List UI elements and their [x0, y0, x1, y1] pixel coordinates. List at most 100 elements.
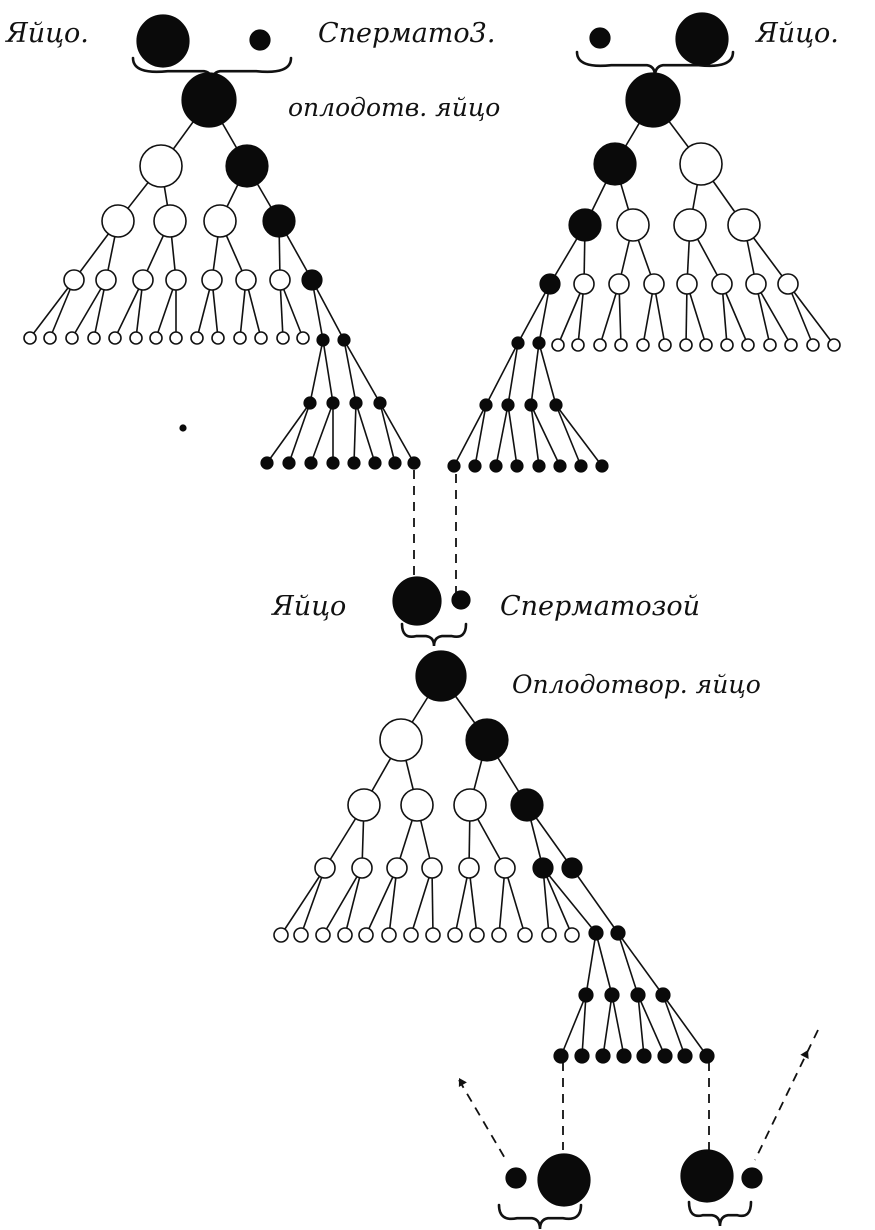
top-right-germ-germ-cell	[447, 459, 461, 473]
top-left-L4-somatic-cell	[190, 331, 204, 345]
top-left-L1-germ-cell	[225, 144, 269, 188]
top-right-L1-somatic-cell	[679, 142, 723, 186]
lineage-edge	[721, 283, 749, 346]
lineage-edge	[542, 867, 597, 934]
top-sperm-right-germ-cell	[589, 27, 611, 49]
lineage-edge	[787, 283, 814, 346]
lineage-edge	[530, 404, 540, 467]
bottom-L4-somatic-cell	[541, 927, 557, 943]
lineage-edge	[787, 283, 835, 346]
lineage-edge	[322, 867, 363, 936]
label-mid-fertilized-egg: Оплодотвор. яйцо	[512, 670, 761, 699]
mid-sperm-germ-cell	[451, 590, 471, 610]
lineage-edges	[29, 99, 835, 1057]
top-left-L0-germ-cell	[181, 72, 237, 128]
top-right-L3-somatic-cell	[711, 273, 733, 295]
top-right-L0-germ-cell	[625, 72, 681, 128]
lineage-edge	[431, 867, 434, 936]
label-top-fertilized-egg: оплодотв. яйцо	[288, 93, 500, 122]
bottom-L4-somatic-cell	[469, 927, 485, 943]
dashed-connector	[754, 1029, 819, 1161]
top-left-L2-germ-cell	[262, 204, 296, 238]
lineage-edge	[355, 402, 376, 464]
bottom-germ-germ-cell	[655, 987, 671, 1003]
ink-dot-germ-cell	[179, 424, 187, 432]
top-right-L3-somatic-cell	[777, 273, 799, 295]
lineage-edge	[344, 867, 363, 936]
label-mid-sperm: Сперматозой	[500, 591, 700, 622]
lineage-edge	[343, 339, 381, 404]
top-right-L4-somatic-cell	[636, 338, 650, 352]
top-right-L3-somatic-cell	[643, 273, 665, 295]
top-left-germ-germ-cell	[407, 456, 421, 470]
lineage-edge	[617, 932, 664, 996]
top-left-germ-germ-cell	[304, 456, 318, 470]
lineage-edge	[300, 867, 326, 936]
lineage-edge	[388, 867, 398, 936]
bottom-L4-somatic-cell	[403, 927, 419, 943]
top-right-L4-somatic-cell	[679, 338, 693, 352]
top-left-L4-somatic-cell	[108, 331, 122, 345]
bottom-L4-somatic-cell	[273, 927, 289, 943]
top-right-germ-germ-cell	[595, 459, 609, 473]
bottom-L4-somatic-cell	[381, 927, 397, 943]
lineage-edge	[468, 867, 478, 936]
bottom-L4-somatic-cell	[293, 927, 309, 943]
lineage-edge	[453, 404, 487, 467]
top-left-L2-somatic-cell	[101, 204, 135, 238]
bottom-L4-somatic-cell	[447, 927, 463, 943]
lineage-edge	[602, 994, 613, 1057]
top-left-L4-somatic-cell	[65, 331, 79, 345]
lineage-edge	[498, 867, 506, 936]
top-right-L2-somatic-cell	[727, 208, 761, 242]
lineage-edge	[585, 932, 597, 996]
top-left-L4-somatic-cell	[129, 331, 143, 345]
bottom-sperm-right-germ-cell	[741, 1167, 763, 1189]
top-left-germ-germ-cell	[373, 396, 387, 410]
top-right-germ-germ-cell	[510, 459, 524, 473]
top-right-L3-somatic-cell	[745, 273, 767, 295]
top-left-germ-germ-cell	[349, 396, 363, 410]
top-left-L4-somatic-cell	[169, 331, 183, 345]
top-right-germ-germ-cell	[553, 459, 567, 473]
lineage-edge	[662, 994, 708, 1057]
top-right-L4-somatic-cell	[806, 338, 820, 352]
lineage-edge	[365, 867, 398, 936]
top-left-L3-somatic-cell	[63, 269, 85, 291]
top-right-L4-somatic-cell	[571, 338, 585, 352]
top-right-L4-somatic-cell	[658, 338, 672, 352]
bottom-L4-somatic-cell	[337, 927, 353, 943]
top-right-germ-germ-cell	[574, 459, 588, 473]
top-right-L4-somatic-cell	[763, 338, 777, 352]
bottom-L3-somatic-cell	[421, 857, 443, 879]
top-left-egg-germ-cell	[136, 14, 190, 68]
bottom-egg-right-germ-cell	[680, 1149, 734, 1203]
bottom-L4-somatic-cell	[491, 927, 507, 943]
bottom-L3-somatic-cell	[458, 857, 480, 879]
lineage-edge	[266, 402, 311, 464]
top-left-germ-germ-cell	[316, 333, 330, 347]
top-right-L4-somatic-cell	[699, 338, 713, 352]
top-left-L1-somatic-cell	[139, 144, 183, 188]
top-left-germ-germ-cell	[368, 456, 382, 470]
bottom-L3-somatic-cell	[494, 857, 516, 879]
top-left-L2-somatic-cell	[203, 204, 237, 238]
bottom-L1-somatic-cell	[379, 718, 423, 762]
top-right-germ-germ-cell	[532, 459, 546, 473]
lineage-edge	[755, 283, 792, 346]
bottom-L4-somatic-cell	[358, 927, 374, 943]
top-right-L4-somatic-cell	[741, 338, 755, 352]
top-right-L4-somatic-cell	[551, 338, 565, 352]
lineage-edge	[71, 279, 107, 339]
top-right-germ-germ-cell	[549, 398, 563, 412]
bottom-germ-germ-cell	[699, 1048, 715, 1064]
bottom-L2-germ-cell	[510, 788, 544, 822]
bottom-L0-germ-cell	[415, 650, 467, 702]
top-left-germ-germ-cell	[282, 456, 296, 470]
bottom-L2-somatic-cell	[347, 788, 381, 822]
lineage-edge	[474, 404, 487, 467]
bottom-L2-somatic-cell	[400, 788, 434, 822]
bottom-germ-germ-cell	[574, 1048, 590, 1064]
bottom-L4-somatic-cell	[564, 927, 580, 943]
